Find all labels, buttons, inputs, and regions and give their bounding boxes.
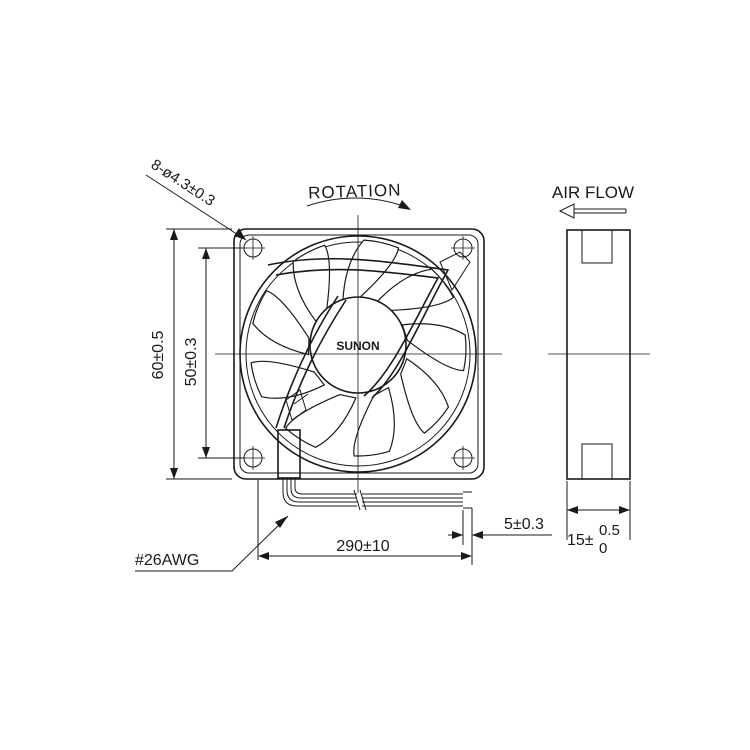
rotation-label: ROTATION	[308, 180, 402, 202]
fan-blade	[401, 323, 467, 372]
frame-rib	[275, 268, 440, 397]
wire-grommet	[277, 429, 301, 479]
lead-wires	[277, 389, 472, 511]
frame-rib	[439, 251, 471, 292]
fan-blade	[250, 360, 326, 399]
thickness-upper-tol: 0.5	[599, 522, 620, 539]
dimension-50: 50±0.3	[183, 247, 244, 459]
dimension-lead-length: 290±10	[257, 480, 473, 565]
front-view: SUNON	[215, 215, 502, 511]
frame-rib	[275, 295, 339, 429]
strip-length-label: 5±0.3	[504, 516, 544, 533]
dimension-strip-length: 5±0.3	[448, 510, 552, 545]
dimension-hole-pitch: 50±0.3	[183, 337, 200, 386]
thickness-label: 15±	[567, 532, 594, 549]
dimension-60: 60±0.5	[150, 228, 232, 480]
fan-blade	[284, 393, 357, 448]
fan-blade	[353, 386, 395, 457]
frame-rib	[267, 257, 450, 399]
dimension-overall-size: 60±0.5	[150, 330, 167, 379]
fan-side-body	[566, 229, 631, 480]
air-flow-label: AIR FLOW	[552, 183, 634, 202]
wire-gauge-label: #26AWG	[135, 552, 199, 569]
thickness-lower-tol: 0	[599, 540, 607, 557]
curved-arrow-icon	[306, 197, 405, 207]
side-view: AIR FLOW 15± 0.5 0	[548, 183, 650, 557]
fan-blade	[400, 357, 450, 434]
lead-length-label: 290±10	[336, 538, 389, 555]
rotation-indicator: ROTATION	[306, 180, 411, 210]
fan-blade	[252, 289, 310, 356]
side-slot-top	[581, 229, 613, 264]
side-slot-bottom	[581, 443, 613, 480]
fan-blade	[292, 244, 331, 323]
fan-blade	[376, 268, 455, 312]
wire-gauge-callout: #26AWG	[135, 515, 289, 572]
left-arrow-icon	[558, 203, 627, 219]
hole-callout: 8-ø4.3±0.3	[145, 156, 247, 241]
